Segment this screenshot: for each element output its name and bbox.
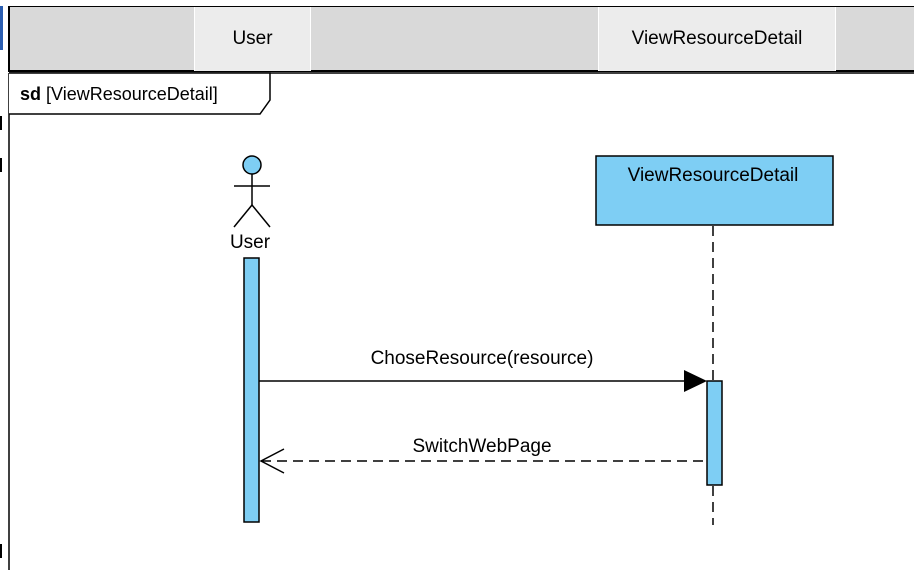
filled-arrowhead-icon	[684, 370, 707, 392]
stick-figure-icon[interactable]	[233, 155, 271, 228]
message-switch-web-page[interactable]	[259, 448, 707, 474]
message-label: SwitchWebPage	[412, 436, 551, 457]
edge-tick	[0, 116, 2, 130]
lane-header-label: User	[232, 28, 273, 49]
frame-name: [ViewResourceDetail]	[46, 84, 218, 104]
selection-marker	[0, 6, 3, 50]
frame-keyword: sd	[20, 84, 42, 104]
left-edge-strip	[0, 0, 6, 570]
user-activation-bar[interactable]	[243, 257, 260, 523]
lane-header-label: ViewResourceDetail	[631, 28, 803, 49]
lane-header-viewresourcedetail[interactable]: ViewResourceDetail	[598, 7, 836, 71]
actor-name: User	[230, 232, 271, 253]
object-activation-bar[interactable]	[706, 380, 723, 486]
lane-header-bar: User ViewResourceDetail	[8, 6, 914, 72]
edge-tick	[0, 544, 2, 558]
edge-tick	[0, 158, 2, 172]
frame-label-tab	[9, 72, 271, 115]
actor-head	[242, 155, 262, 175]
object-box-viewresourcedetail[interactable]	[595, 155, 834, 226]
open-arrowhead-icon	[259, 448, 285, 474]
message-chose-resource[interactable]	[259, 370, 707, 392]
object-name: ViewResourceDetail	[628, 165, 799, 186]
actor-right-leg	[251, 204, 271, 228]
frame-label[interactable]: sd [ViewResourceDetail]	[10, 74, 272, 114]
actor-left-leg	[233, 204, 253, 228]
lane-header-user[interactable]: User	[194, 7, 311, 71]
message-label: ChoseResource(resource)	[371, 348, 594, 369]
